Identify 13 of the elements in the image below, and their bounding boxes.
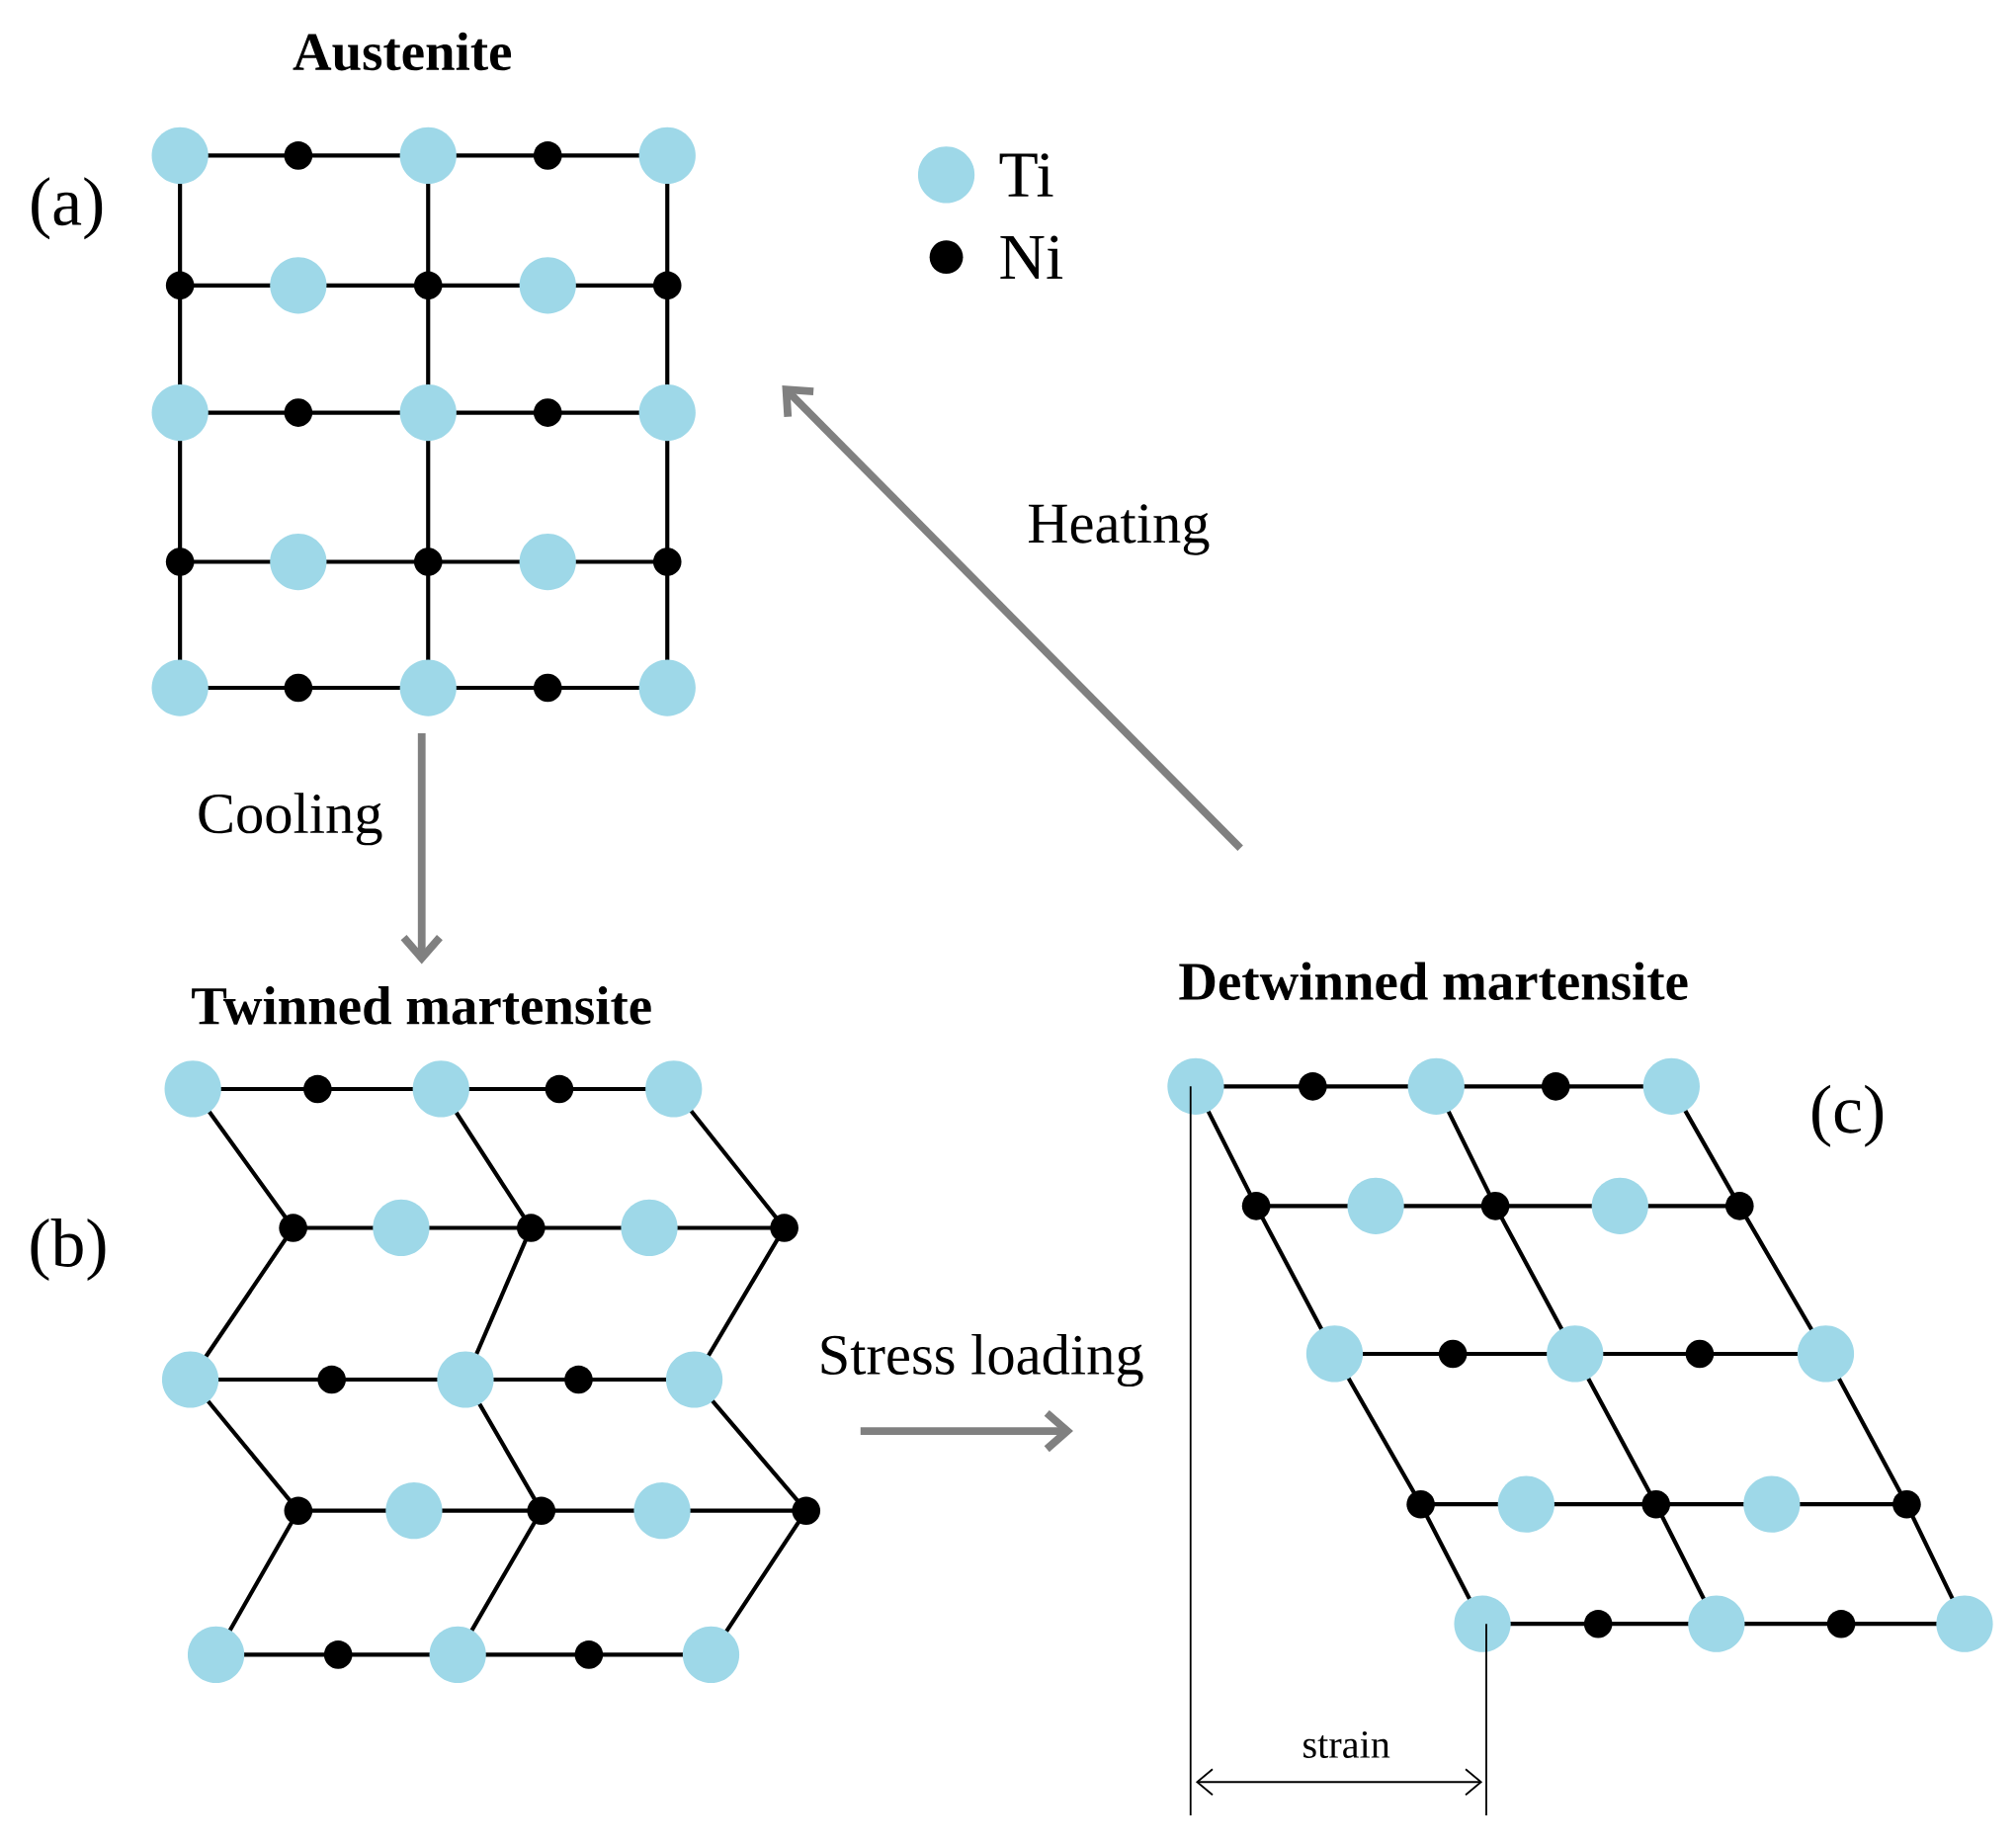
arrow: [782, 385, 1243, 852]
edge-label: Heating: [1028, 504, 1210, 555]
panel-label: (c): [1812, 1085, 1884, 1147]
legend-label: Ti: [999, 153, 1053, 197]
heading: Austenite: [293, 32, 512, 71]
panel-label: (b): [31, 1218, 106, 1282]
panel-label: (a): [32, 177, 103, 240]
legend-label: Ni: [1000, 235, 1063, 280]
edge-label: Cooling: [199, 793, 382, 846]
edge-label: Stress loading: [821, 1334, 1143, 1387]
dimension-label: strain: [1303, 1731, 1390, 1759]
heading: Twinned martensite: [192, 986, 651, 1025]
heading: Detwinned martensite: [1179, 962, 1688, 1001]
